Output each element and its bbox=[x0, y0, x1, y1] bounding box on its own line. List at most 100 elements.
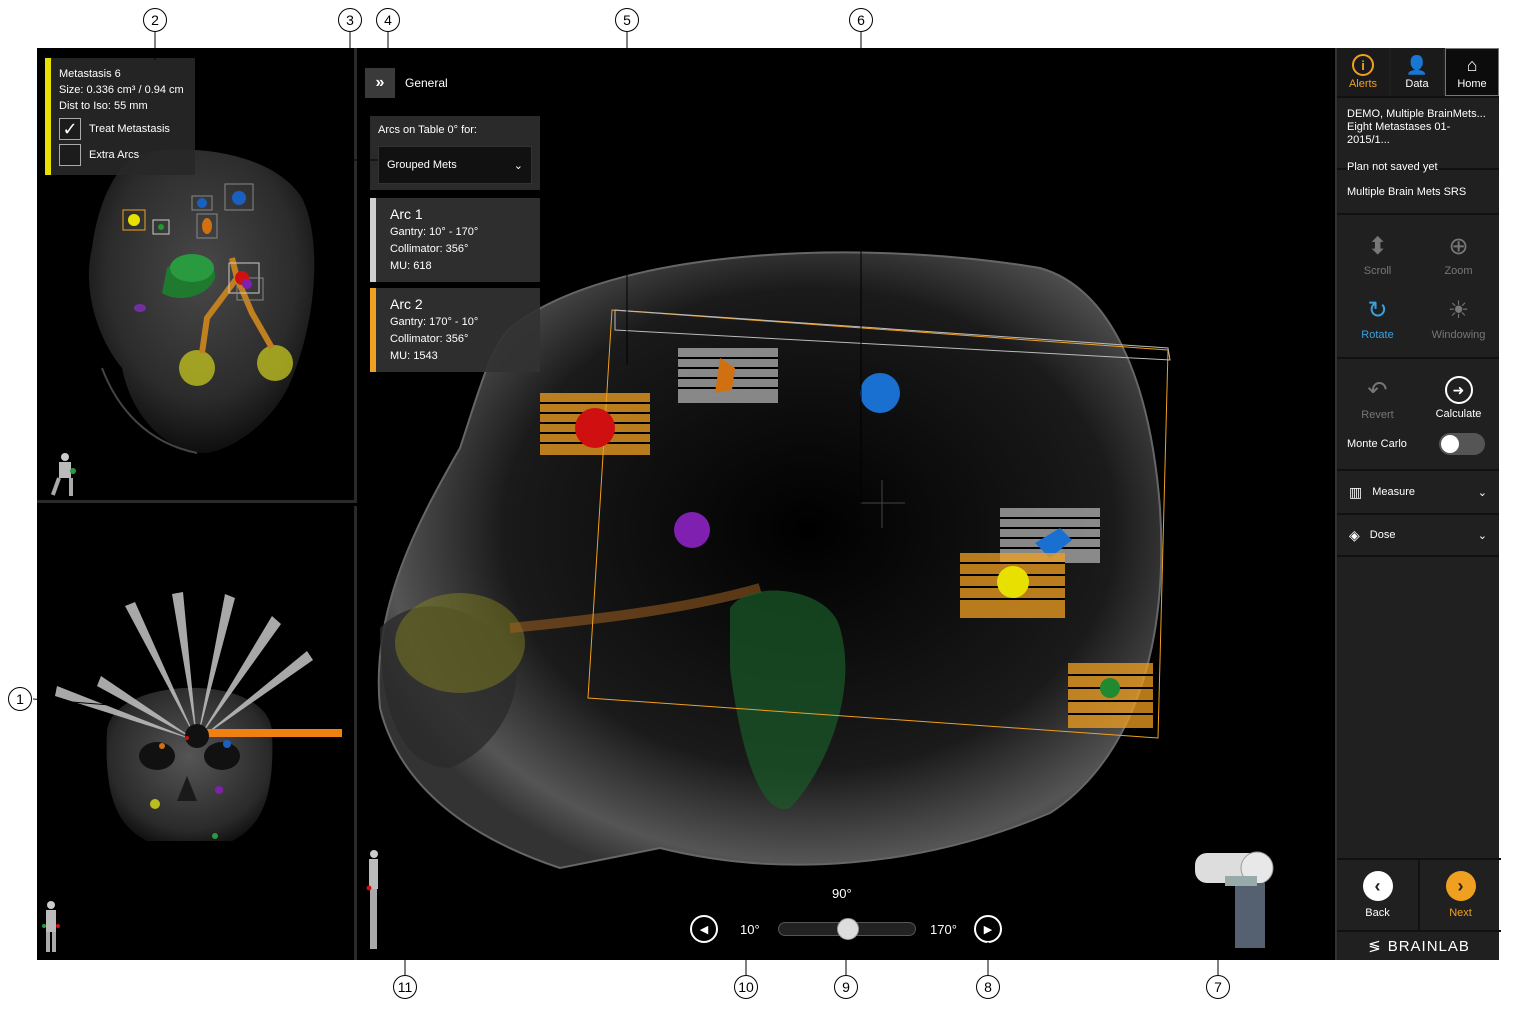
zoom-label: Zoom bbox=[1444, 264, 1473, 277]
top-tabs: i Alerts 👤 Data ⌂ Home bbox=[1337, 48, 1499, 96]
scroll-button[interactable]: ⬍ Scroll bbox=[1337, 225, 1418, 283]
right-panel: i Alerts 👤 Data ⌂ Home DEMO, Multiple Br… bbox=[1335, 48, 1501, 960]
scroll-label: Scroll bbox=[1363, 264, 1392, 277]
arcs-group-value: Grouped Mets bbox=[387, 159, 457, 171]
arc-collimator: Collimator: 356° bbox=[390, 333, 469, 345]
metastasis-name: Metastasis 6 bbox=[59, 68, 121, 80]
gantry-slider-track[interactable] bbox=[778, 918, 916, 940]
tab-data[interactable]: 👤 Data bbox=[1391, 48, 1443, 96]
zoom-button[interactable]: ⊕ Zoom bbox=[1418, 225, 1499, 283]
min-angle-label: 10° bbox=[740, 922, 760, 937]
leaf-group-yellow bbox=[960, 553, 1065, 618]
windowing-icon: ☀ bbox=[1447, 296, 1470, 324]
linac-model-icon bbox=[1195, 851, 1274, 948]
monte-carlo-label: Monte Carlo bbox=[1347, 438, 1407, 450]
extra-arcs-checkbox[interactable] bbox=[59, 144, 81, 166]
metastasis-info-panel: Metastasis 6 Size: 0.336 cm³ / 0.94 cm D… bbox=[45, 58, 195, 175]
bottom-navigation: ‹ Back › Next bbox=[1337, 858, 1501, 930]
arc-collimator: Collimator: 356° bbox=[390, 243, 469, 255]
monte-carlo-toggle[interactable] bbox=[1439, 433, 1485, 455]
callout-4: 4 bbox=[376, 8, 400, 32]
general-toolbar: » General bbox=[365, 68, 448, 98]
arc-card-2[interactable]: Arc 2 Gantry: 170° - 10° Collimator: 356… bbox=[370, 288, 540, 372]
next-button[interactable]: › Next bbox=[1420, 860, 1501, 930]
windowing-button[interactable]: ☀ Windowing bbox=[1418, 289, 1499, 347]
orientation-figure-icon bbox=[50, 453, 76, 496]
next-angle-button[interactable]: ▶ bbox=[974, 915, 1002, 943]
home-icon: ⌂ bbox=[1466, 54, 1478, 75]
windowing-label: Windowing bbox=[1431, 328, 1486, 341]
metastasis-distance: Dist to Iso: 55 mm bbox=[59, 100, 148, 112]
gantry-angle-control: 90° ◀ 10° 170° ▶ bbox=[690, 880, 1002, 950]
next-label: Next bbox=[1449, 907, 1472, 919]
main-skull-render bbox=[366, 251, 1274, 949]
treat-metastasis-row[interactable]: ✓ Treat Metastasis bbox=[59, 118, 187, 140]
arcs-on-table-label: Arcs on Table 0° for: bbox=[378, 124, 477, 136]
planning-app: Metastasis 6 Size: 0.336 cm³ / 0.94 cm D… bbox=[37, 48, 1501, 960]
undo-icon: ↶ bbox=[1367, 376, 1388, 404]
brand-logo: ≶ BRAINLAB bbox=[1337, 930, 1501, 960]
tab-alerts[interactable]: i Alerts bbox=[1337, 48, 1389, 96]
calculate-button[interactable]: ➜ Calculate bbox=[1418, 369, 1499, 427]
patient-line-1: DEMO, Multiple BrainMets... bbox=[1347, 108, 1486, 120]
toggle-knob bbox=[1441, 435, 1459, 453]
measure-accordion[interactable]: ▥ Measure ⌄ bbox=[1337, 469, 1499, 513]
revert-label: Revert bbox=[1361, 408, 1394, 421]
extra-arcs-row[interactable]: Extra Arcs bbox=[59, 144, 187, 166]
back-button[interactable]: ‹ Back bbox=[1337, 860, 1420, 930]
arc-title: Arc 2 bbox=[390, 296, 423, 312]
plan-name-row[interactable]: Multiple Brain Mets SRS bbox=[1337, 168, 1499, 213]
plan-name: Multiple Brain Mets SRS bbox=[1347, 185, 1467, 198]
callout-6: 6 bbox=[849, 8, 873, 32]
rotate-label: Rotate bbox=[1361, 328, 1394, 341]
chevron-down-icon: ⌄ bbox=[513, 159, 523, 172]
patient-line-2: Eight Metastases 01-2015/1... bbox=[1347, 121, 1451, 146]
current-angle-label: 90° bbox=[832, 886, 852, 901]
rotate-icon: ↻ bbox=[1367, 296, 1388, 324]
triangle-left-icon: ◀ bbox=[699, 923, 709, 936]
arc-gantry: Gantry: 170° - 10° bbox=[390, 316, 479, 328]
triangle-right-icon: ▶ bbox=[983, 923, 993, 936]
dose-accordion[interactable]: ◈ Dose ⌄ bbox=[1337, 513, 1499, 557]
max-angle-label: 170° bbox=[930, 922, 957, 937]
callout-5: 5 bbox=[615, 8, 639, 32]
data-person-icon: 👤 bbox=[1405, 54, 1429, 75]
beam-arcs-render bbox=[42, 592, 342, 952]
side-orientation-figure-icon bbox=[366, 850, 378, 949]
callout-2: 2 bbox=[143, 8, 167, 32]
treat-metastasis-checkbox[interactable]: ✓ bbox=[59, 118, 81, 140]
viewport-main-3d[interactable]: » General Arcs on Table 0° for: Grouped … bbox=[360, 48, 1335, 960]
chevron-right-icon: › bbox=[1445, 871, 1476, 901]
patient-info[interactable]: DEMO, Multiple BrainMets... Eight Metast… bbox=[1337, 96, 1499, 173]
tab-home[interactable]: ⌂ Home bbox=[1445, 48, 1499, 96]
view-tools: ⬍ Scroll ⊕ Zoom ↻ Rotate ☀ Windowing bbox=[1337, 213, 1499, 357]
rotate-button[interactable]: ↻ Rotate bbox=[1337, 289, 1418, 347]
expand-panel-button[interactable]: » bbox=[365, 68, 395, 98]
scroll-icon: ⬍ bbox=[1367, 232, 1388, 260]
leaf-group-orange bbox=[678, 348, 778, 403]
zoom-icon: ⊕ bbox=[1448, 232, 1469, 260]
callout-7: 7 bbox=[1206, 975, 1230, 999]
leaf-group-red bbox=[540, 393, 650, 455]
arcs-on-table-panel: Arcs on Table 0° for: Grouped Mets ⌄ bbox=[370, 116, 540, 190]
gantry-slider-thumb[interactable] bbox=[837, 918, 859, 940]
skull-overview-render bbox=[50, 149, 315, 496]
leaf-group-green bbox=[1068, 663, 1153, 728]
measure-label: Measure bbox=[1372, 486, 1416, 498]
alert-info-icon: i bbox=[1352, 54, 1374, 76]
tab-alerts-label: Alerts bbox=[1348, 78, 1378, 90]
dose-label: Dose bbox=[1369, 529, 1396, 541]
viewport-beam-arcs[interactable] bbox=[37, 506, 357, 960]
treat-metastasis-label: Treat Metastasis bbox=[89, 123, 170, 135]
viewport-3d-overview[interactable]: Metastasis 6 Size: 0.336 cm³ / 0.94 cm D… bbox=[37, 48, 357, 503]
revert-button[interactable]: ↶ Revert bbox=[1337, 369, 1418, 427]
arc-title: Arc 1 bbox=[390, 206, 423, 222]
calculate-label: Calculate bbox=[1435, 408, 1482, 420]
front-orientation-figure-icon bbox=[42, 901, 60, 952]
arcs-group-select[interactable]: Grouped Mets ⌄ bbox=[378, 146, 532, 184]
arc-card-1[interactable]: Arc 1 Gantry: 10° - 170° Collimator: 356… bbox=[370, 198, 540, 282]
previous-angle-button[interactable]: ◀ bbox=[690, 915, 718, 943]
callout-3: 3 bbox=[338, 8, 362, 32]
monte-carlo-row: Monte Carlo bbox=[1337, 427, 1499, 469]
arc-mu: MU: 618 bbox=[390, 260, 432, 272]
